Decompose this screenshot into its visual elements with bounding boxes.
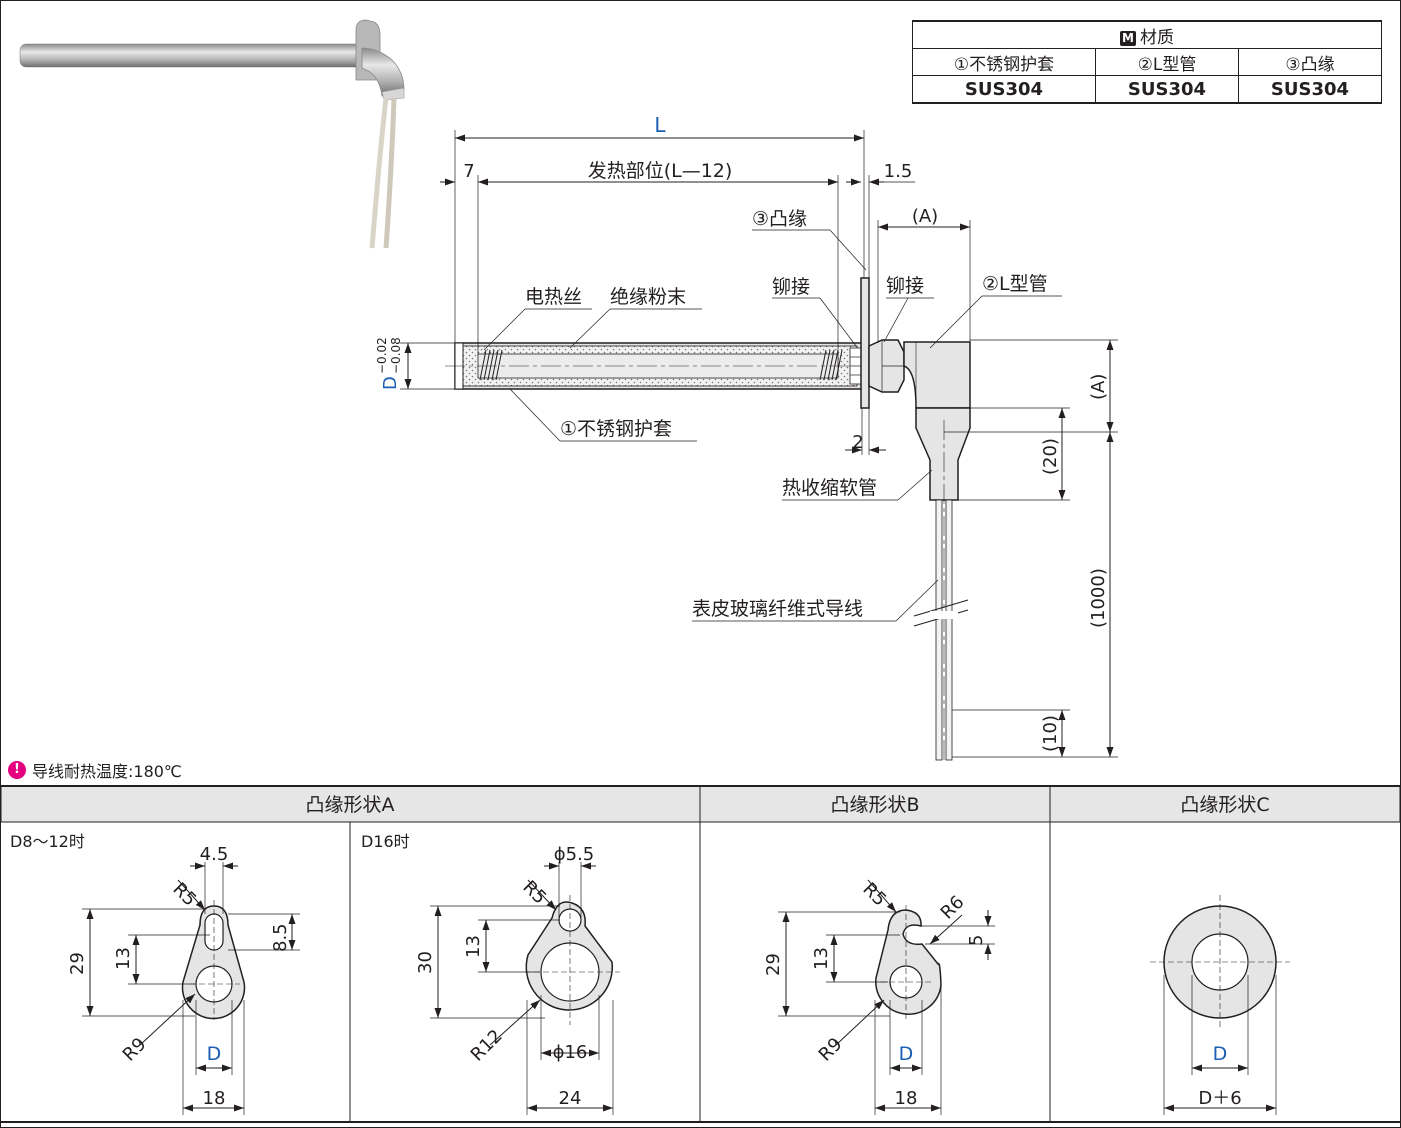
c-dim-D-plus-6: D＋6 — [1198, 1088, 1241, 1109]
b-dim-R5: R5 — [858, 879, 890, 911]
sub-label-d8-12: D8～12时 — [10, 832, 85, 851]
material-val-flange: SUS304 — [1237, 75, 1383, 104]
b-dim-R6: R6 — [937, 892, 969, 924]
heat-shrink-tube — [915, 407, 971, 501]
dim-7: 7 — [463, 161, 474, 182]
dim-L: L — [654, 113, 666, 137]
temperature-note: ! 导线耐热温度:180℃ — [8, 758, 182, 782]
b-dim-R9: R9 — [815, 1034, 847, 1066]
flange-b: 29 13 5 R5 R6 R9 D 18 — [763, 879, 995, 1115]
dim-20: (20) — [1040, 438, 1061, 475]
a2-dim-phi-5-5: ϕ5.5 — [554, 844, 595, 865]
a1-dim-R9: R9 — [119, 1034, 151, 1066]
label-heating-wire: 电热丝 — [525, 286, 582, 308]
l-tube — [903, 341, 971, 409]
a2-dim-30: 30 — [415, 951, 436, 974]
dim-A-side: (A) — [1088, 374, 1109, 400]
dim-A-top: (A) — [912, 206, 938, 227]
dim-D-tol-lower: −0.08 — [389, 337, 403, 374]
heating-coil-left — [479, 349, 503, 381]
heating-coil-right — [819, 349, 843, 381]
dim-1-5: 1.5 — [884, 161, 913, 182]
c-dim-D: D — [1213, 1043, 1228, 1065]
label-rivet-left: 铆接 — [772, 276, 810, 298]
flange — [860, 277, 870, 409]
header-flange-a: 凸缘形状A — [306, 794, 395, 816]
label-rivet-right: 铆接 — [886, 275, 924, 297]
material-val-l-tube: SUS304 — [1094, 75, 1239, 104]
a2-dim-24: 24 — [559, 1088, 582, 1109]
flange-c: D D＋6 — [1150, 895, 1290, 1115]
material-val-sheath: SUS304 — [912, 75, 1096, 104]
b-dim-13: 13 — [811, 947, 832, 970]
material-col-flange: ③凸缘 — [1237, 48, 1383, 76]
label-flange: ③凸缘 — [752, 208, 807, 230]
dim-2: 2 — [852, 432, 863, 453]
material-badge-icon: M — [1120, 30, 1136, 46]
header-flange-c: 凸缘形状C — [1180, 794, 1269, 816]
label-l-tube: ②L型管 — [982, 273, 1048, 295]
b-dim-18: 18 — [895, 1088, 918, 1109]
a2-dim-13: 13 — [463, 935, 484, 958]
a1-dim-4-5: 4.5 — [200, 844, 229, 865]
main-dimensions: L 7 发热部位(L—12) 1.5 (A) 2 D −0.02 −0.08 — [375, 113, 1118, 758]
label-shrink-tube: 热收缩软管 — [782, 477, 877, 499]
temperature-note-text: 导线耐热温度:180℃ — [32, 762, 182, 781]
label-lead-wire: 表皮玻璃纤维式导线 — [692, 598, 863, 620]
label-insulation-powder: 绝缘粉末 — [610, 286, 686, 308]
material-header-label: 材质 — [1140, 27, 1174, 48]
a1-dim-18: 18 — [203, 1088, 226, 1109]
a1-dim-8-5: 8.5 — [270, 923, 291, 952]
a1-dim-29: 29 — [67, 952, 88, 975]
flange-a-large: 30 13 ϕ5.5 R5 R12 ϕ16 24 — [415, 844, 620, 1115]
flange-shapes-table: 凸缘形状A 凸缘形状B 凸缘形状C D8～12时 D16时 — [0, 785, 1401, 1123]
dim-heating-zone: 发热部位(L—12) — [588, 160, 733, 182]
b-dim-5: 5 — [966, 935, 987, 946]
label-sheath: ①不锈钢护套 — [560, 418, 672, 440]
flange-a-small: 29 13 8.5 4.5 R5 R9 D 18 — [67, 844, 300, 1115]
alert-icon: ! — [8, 761, 26, 779]
dim-D-tol-upper: −0.02 — [375, 337, 389, 374]
b-dim-29: 29 — [763, 953, 784, 976]
lead-wires — [913, 499, 969, 761]
header-flange-b: 凸缘形状B — [830, 794, 919, 816]
dim-D: D — [380, 376, 401, 390]
a2-dim-R5: R5 — [518, 877, 550, 909]
heater-main-view — [445, 277, 971, 761]
product-photo — [19, 19, 405, 249]
dim-10: (10) — [1040, 715, 1061, 752]
dim-1000: (1000) — [1088, 568, 1109, 628]
a1-dim-D: D — [207, 1043, 222, 1065]
a1-dim-R5: R5 — [168, 879, 200, 911]
b-dim-D: D — [899, 1043, 914, 1065]
sub-label-d16: D16时 — [361, 832, 410, 851]
a2-dim-R12: R12 — [467, 1026, 507, 1066]
callouts: ③凸缘 铆接 铆接 ②L型管 电热丝 绝缘粉末 ①不锈钢护套 热收缩软管 表皮玻… — [483, 208, 1062, 622]
material-col-l-tube: ②L型管 — [1094, 48, 1239, 76]
a2-dim-phi-16: ϕ16 — [553, 1042, 588, 1063]
material-col-sheath: ①不锈钢护套 — [912, 48, 1096, 76]
a1-dim-13: 13 — [113, 947, 134, 970]
